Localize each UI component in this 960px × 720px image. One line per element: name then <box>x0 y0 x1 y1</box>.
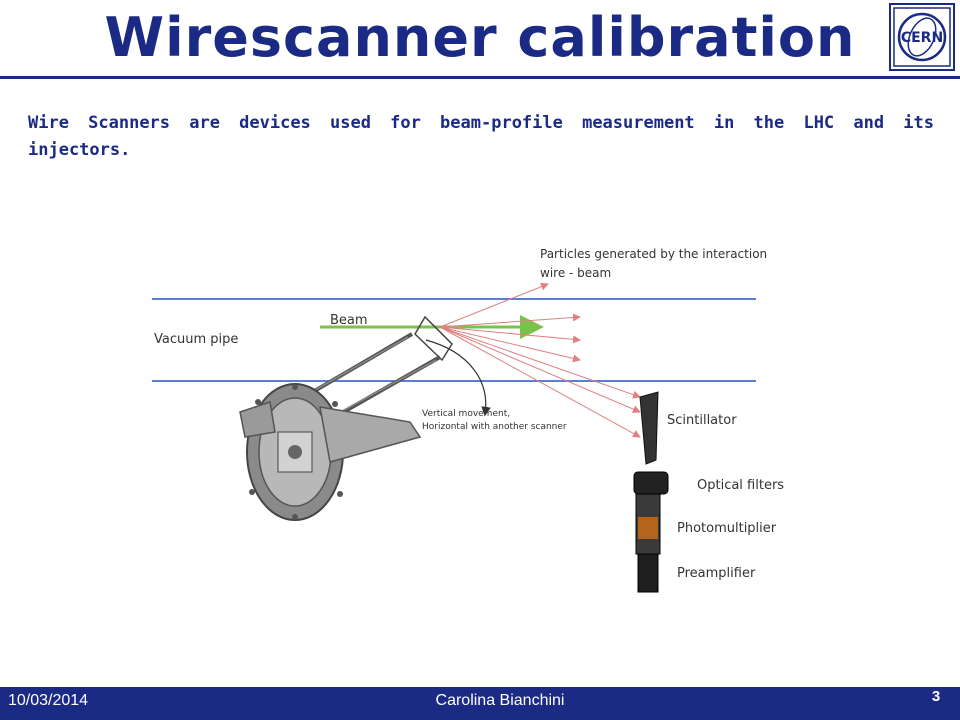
label-particles-1: Particles generated by the interaction <box>540 247 767 261</box>
page-number: 3 <box>931 688 941 705</box>
label-vacuum-pipe: Vacuum pipe <box>154 332 238 347</box>
wire-scanner-diagram: Particles generated by the interaction w… <box>152 247 784 593</box>
label-movement-1: Vertical movement, <box>422 409 510 419</box>
label-movement-2: Horizontal with another scanner <box>422 422 567 432</box>
preamplifier <box>637 553 659 593</box>
slide-title: Wirescanner calibration <box>104 6 856 69</box>
wire-fork <box>414 315 453 362</box>
scintillator <box>639 391 659 465</box>
label-scintillator: Scintillator <box>667 413 737 428</box>
footer-date: 10/03/2014 <box>8 692 89 709</box>
scanner-body <box>239 383 422 521</box>
movement-arrow <box>425 339 491 417</box>
optical-filters <box>633 471 669 495</box>
footer-bar <box>0 687 960 720</box>
label-preamplifier: Preamplifier <box>677 566 756 581</box>
cern-logo: CERN <box>889 3 955 71</box>
label-optical-filters: Optical filters <box>697 478 784 493</box>
footer-author: Carolina Bianchini <box>435 692 565 709</box>
label-particles-2: wire - beam <box>540 266 611 280</box>
title-underline <box>0 76 960 79</box>
label-photomultiplier: Photomultiplier <box>677 521 777 536</box>
svg-text:CERN: CERN <box>901 30 943 46</box>
particle-rays <box>439 282 641 438</box>
label-beam: Beam <box>330 313 368 328</box>
intro-text: Wire Scanners are devices used for beam-… <box>28 113 934 160</box>
